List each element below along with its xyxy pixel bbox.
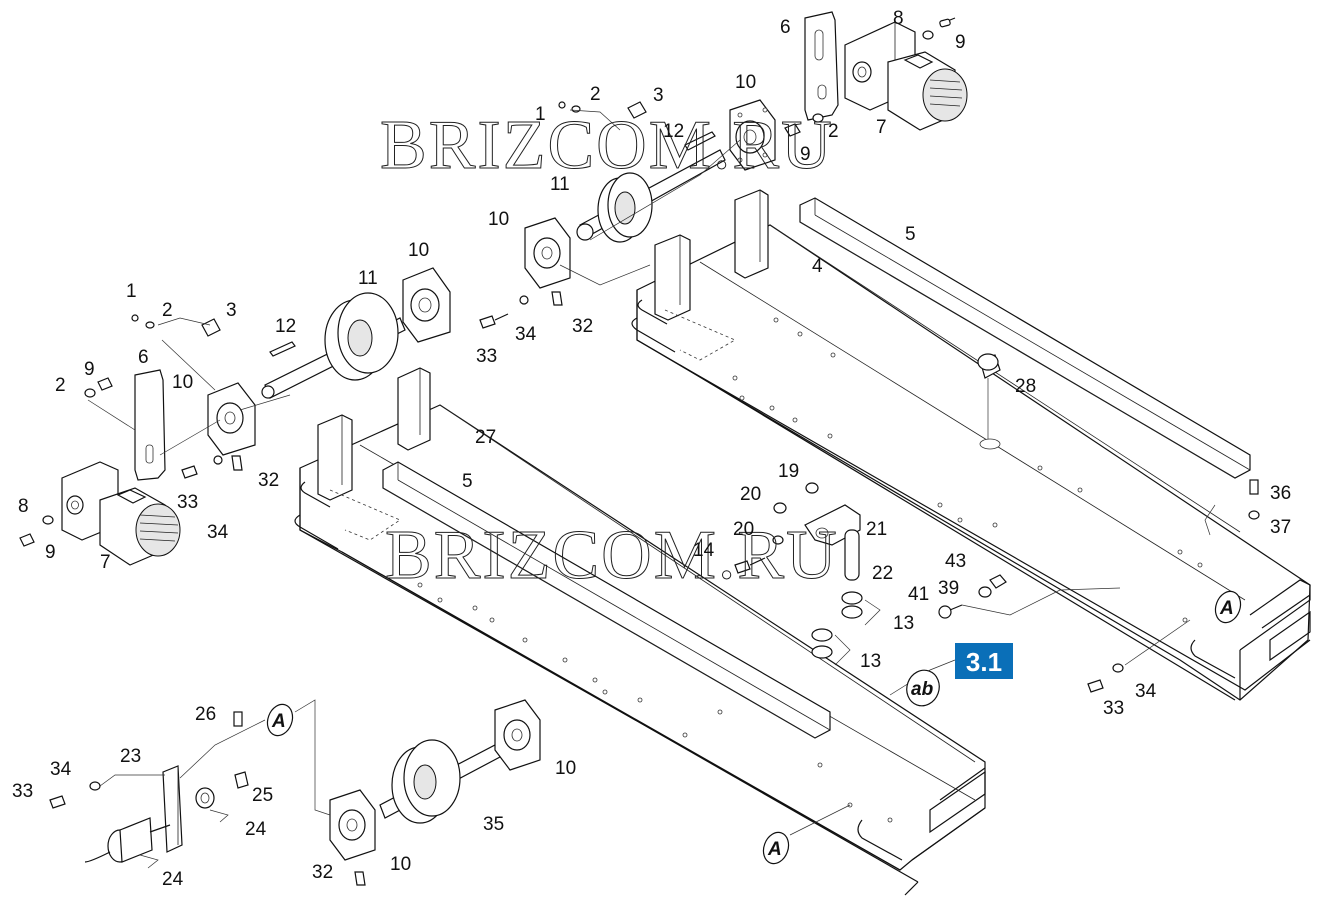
connector-a-front: A xyxy=(767,839,782,860)
center-sensor-bracket xyxy=(734,482,881,666)
callout-9-top: 9 xyxy=(955,32,966,53)
callout-22: 22 xyxy=(872,563,893,584)
callout-34-mid: 34 xyxy=(515,324,537,345)
callout-11-left: 11 xyxy=(358,268,378,289)
part-28 xyxy=(977,353,1001,450)
callout-33-left: 33 xyxy=(177,492,198,513)
callout-24-upper: 24 xyxy=(245,819,267,840)
top-drive-assembly xyxy=(479,11,968,329)
callout-28: 28 xyxy=(1015,376,1036,397)
right-fasteners xyxy=(938,479,1260,693)
callout-14: 14 xyxy=(693,540,715,561)
callout-6-top: 6 xyxy=(780,17,791,38)
callout-7-top: 7 xyxy=(876,117,887,138)
watermark-top: BRIZCOM.RU xyxy=(380,107,834,184)
callout-10-bottom: 10 xyxy=(390,854,411,875)
callout-13-lower: 13 xyxy=(860,651,881,672)
rear-channel-frame xyxy=(631,189,1311,701)
callout-33-bottom: 33 xyxy=(12,781,33,802)
section-badge-label: 3.1 xyxy=(966,647,1002,677)
section-badge: 3.1 xyxy=(955,643,1013,679)
callout-34-left: 34 xyxy=(207,522,229,543)
callout-34-bottom: 34 xyxy=(50,759,72,780)
front-frame-holes xyxy=(417,582,893,823)
callout-10-left: 10 xyxy=(408,240,429,261)
callout-27: 27 xyxy=(475,427,496,448)
connector-ovals: A A A ab xyxy=(266,590,1242,865)
callout-41: 41 xyxy=(908,584,929,605)
callout-10-mid: 10 xyxy=(488,209,509,230)
watermark-middle: BRIZCOM.RU xyxy=(385,517,839,594)
callout-12-left: 12 xyxy=(275,316,296,337)
callout-20-lower: 20 xyxy=(733,519,754,540)
callout-3-left: 3 xyxy=(226,300,237,321)
callout-39: 39 xyxy=(938,578,959,599)
callout-34-right: 34 xyxy=(1135,681,1157,702)
callout-9-motor-left: 9 xyxy=(45,542,56,563)
callout-7-left: 7 xyxy=(100,552,111,573)
left-drive-assembly xyxy=(19,267,451,566)
callout-1-top: 1 xyxy=(535,104,546,125)
callout-2-top: 2 xyxy=(590,84,601,105)
front-rail xyxy=(382,461,831,739)
callout-11-top: 11 xyxy=(550,174,570,195)
callout-33-right: 33 xyxy=(1103,698,1124,719)
callout-26: 26 xyxy=(195,704,216,725)
callout-2-motor: 2 xyxy=(828,121,839,142)
callout-8-top: 8 xyxy=(893,8,904,29)
callout-36: 36 xyxy=(1270,483,1291,504)
callout-8-left: 8 xyxy=(18,496,29,517)
callout-32-left: 32 xyxy=(258,470,279,491)
callout-3-top: 3 xyxy=(653,85,664,106)
callout-10-top: 10 xyxy=(735,72,756,93)
callout-9-left: 9 xyxy=(84,359,95,380)
callout-24-lower: 24 xyxy=(162,869,184,890)
callout-10-lower: 10 xyxy=(172,372,193,393)
top-motor xyxy=(844,21,968,131)
callout-23: 23 xyxy=(120,746,141,767)
callout-5-rear: 5 xyxy=(905,224,916,245)
connector-ab: ab xyxy=(911,679,934,700)
connector-a-bottom: A xyxy=(271,711,286,732)
callout-33-mid: 33 xyxy=(476,346,497,367)
callout-32-mid: 32 xyxy=(572,316,593,337)
callout-32-bottom: 32 xyxy=(312,862,333,883)
callout-labels: 6 8 9 10 1 2 3 12 2 9 7 11 10 5 4 10 11 … xyxy=(12,8,1291,890)
callout-19: 19 xyxy=(778,461,799,482)
connector-a-rear: A xyxy=(1219,598,1234,619)
callout-25: 25 xyxy=(252,785,273,806)
callout-4: 4 xyxy=(812,256,823,277)
callout-2-bracket: 2 xyxy=(55,375,66,396)
callout-37: 37 xyxy=(1270,517,1291,538)
callout-2-left: 2 xyxy=(162,300,173,321)
callout-5-front: 5 xyxy=(462,471,473,492)
frame-holes xyxy=(732,317,1203,623)
callout-9-motor: 9 xyxy=(800,144,811,165)
callout-20-upper: 20 xyxy=(740,484,761,505)
callout-43: 43 xyxy=(945,551,966,572)
bottom-assembly xyxy=(49,659,956,886)
callout-10-bottom-right: 10 xyxy=(555,758,576,779)
callout-21: 21 xyxy=(866,519,887,540)
callout-12-top: 12 xyxy=(663,121,684,142)
rear-rail xyxy=(799,197,1251,479)
callout-6-left: 6 xyxy=(138,347,149,368)
callout-13-upper: 13 xyxy=(893,613,914,634)
motor-fins xyxy=(929,79,963,107)
callout-1-left: 1 xyxy=(126,281,137,302)
callout-35: 35 xyxy=(483,814,504,835)
